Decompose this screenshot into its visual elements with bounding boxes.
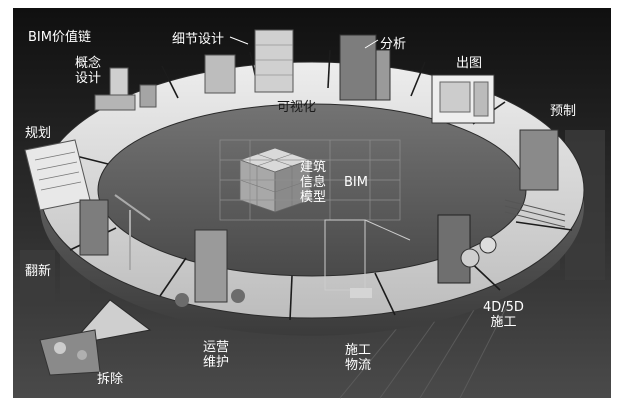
diagram-title: BIM价值链 (28, 30, 91, 45)
stage-operation-line-1: 运营 (203, 340, 229, 355)
stage-label-operation: 运营 维护 (203, 340, 229, 370)
stage-label-demolition: 拆除 (97, 372, 123, 387)
stage-label-construction: 4D/5D 施工 (483, 300, 524, 330)
stage-construction-line-1: 4D/5D (483, 300, 524, 315)
stage-construction-line-2: 施工 (483, 315, 524, 330)
stage-label-planning: 规划 (25, 126, 51, 141)
stage-concept-line-2: 设计 (75, 71, 101, 86)
stage-label-renovation: 翻新 (25, 264, 51, 279)
stage-label-drawing: 出图 (456, 56, 482, 71)
center-line-1: 建筑 (300, 160, 326, 175)
stage-label-prefab: 预制 (550, 104, 576, 119)
stage-label-logistics: 施工 物流 (345, 343, 371, 373)
stage-logistics-line-1: 施工 (345, 343, 371, 358)
center-label: 建筑 信息 模型 (300, 160, 326, 205)
stage-concept-line-1: 概念 (75, 56, 101, 71)
center-line-2: 信息 (300, 175, 326, 190)
stage-label-analysis: 分析 (380, 37, 406, 52)
stage-label-concept: 概念 设计 (75, 56, 101, 86)
center-abbr-label: BIM (344, 175, 368, 190)
center-line-3: 模型 (300, 190, 326, 205)
stage-logistics-line-2: 物流 (345, 358, 371, 373)
drawing-output-illustration (432, 75, 494, 123)
stage-operation-line-2: 维护 (203, 355, 229, 370)
stage-label-detail: 细节设计 (172, 32, 224, 47)
ring-label-visualization: 可视化 (277, 100, 316, 115)
